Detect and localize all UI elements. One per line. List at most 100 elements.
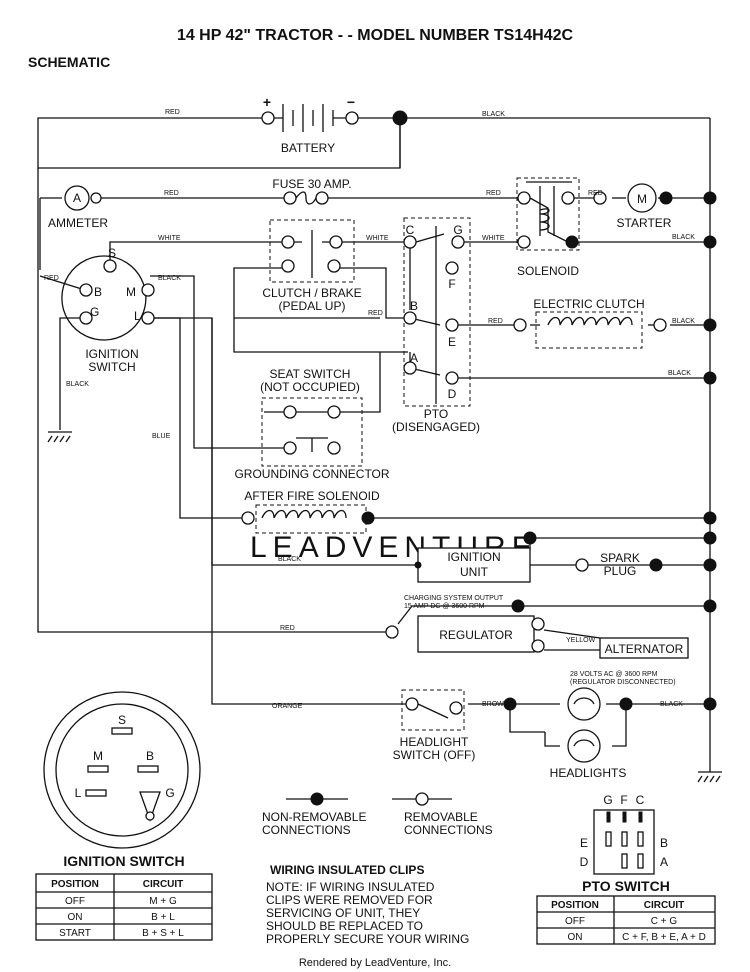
- wire-label-red-4: RED: [588, 190, 603, 197]
- alternator-output-label-2: (REGULATOR DISCONNECTED): [570, 679, 676, 686]
- wire-label-red-6: RED: [368, 310, 383, 317]
- battery-label: BATTERY: [281, 141, 335, 155]
- wire-label-blue: BLUE: [152, 433, 171, 440]
- legend-removable: REMOVABLE: [404, 810, 478, 824]
- spark-plug-label-2: PLUG: [604, 564, 637, 578]
- electric-clutch: ELECTRIC CLUTCH: [513, 297, 717, 349]
- ignition-switch: S B M G L IGNITION SWITCH: [61, 246, 155, 374]
- seat-switch-state: (NOT OCCUPIED): [260, 380, 360, 394]
- clutch-brake-state: (PEDAL UP): [279, 299, 346, 313]
- pto-table-title: PTO SWITCH: [582, 878, 670, 894]
- face-terminal-g: G: [165, 786, 174, 800]
- clips-note-line: NOTE: IF WIRING INSULATED: [266, 880, 435, 894]
- after-fire-solenoid: AFTER FIRE SOLENOID: [241, 489, 380, 534]
- headlight-switch-label: HEADLIGHT: [400, 735, 469, 749]
- wire-label-black-7: BLACK: [278, 556, 301, 563]
- ignition-table-cell: START: [59, 928, 91, 939]
- ignition-table-header-circuit: CIRCUIT: [143, 879, 184, 890]
- legend-non-removable-2: CONNECTIONS: [262, 823, 351, 837]
- wire-label-yellow: YELLOW: [566, 637, 596, 644]
- ignition-table-header-position: POSITION: [51, 879, 99, 890]
- wire-label-black-6: BLACK: [668, 370, 691, 377]
- clips-note-line: SHOULD BE REPLACED TO: [266, 919, 423, 933]
- spark-plug-label: SPARK: [600, 551, 640, 565]
- ammeter-label: AMMETER: [48, 216, 108, 230]
- page-title: 14 HP 42" TRACTOR - - MODEL NUMBER TS14H…: [177, 27, 574, 44]
- clips-note-line: CLIPS WERE REMOVED FOR: [266, 893, 433, 907]
- starter-label: STARTER: [617, 216, 672, 230]
- page-subtitle: SCHEMATIC: [28, 54, 110, 70]
- pto-switch-table: PTO SWITCH POSITION CIRCUIT OFF C + G ON…: [536, 878, 716, 945]
- wire-label-red-8: RED: [280, 625, 295, 632]
- electric-clutch-label: ELECTRIC CLUTCH: [533, 297, 644, 311]
- wire-label-red-1: RED: [165, 109, 180, 116]
- face-terminal-l: L: [75, 786, 82, 800]
- wire-label-red-5: RED: [44, 275, 59, 282]
- ignition-table-cell: B + S + L: [142, 928, 184, 939]
- ignition-switch-table: IGNITION SWITCH POSITION CIRCUIT OFF M +…: [35, 853, 213, 941]
- starter: M STARTER: [593, 183, 673, 230]
- alternator-label: ALTERNATOR: [605, 642, 684, 656]
- charging-output-label: CHARGING SYSTEM OUTPUT: [404, 595, 504, 602]
- pto-table-cell: C + G: [651, 916, 678, 927]
- wiring-clips-note: WIRING INSULATED CLIPS NOTE: IF WIRING I…: [266, 863, 469, 946]
- headlight-switch-state: SWITCH (OFF): [393, 748, 476, 762]
- pto-table-cell: C + F, B + E, A + D: [622, 932, 706, 943]
- pto-terminal-g: G: [453, 223, 462, 237]
- wire-label-black-1: BLACK: [482, 111, 505, 118]
- solenoid-label: SOLENOID: [517, 264, 579, 278]
- battery: + − BATTERY: [261, 94, 408, 155]
- wire-labels: RED BLACK RED RED RED WHITE WHITE WHITE …: [44, 109, 695, 710]
- ignition-unit-label: IGNITION: [447, 550, 500, 564]
- wires: [37, 117, 722, 783]
- legend-removable-2: CONNECTIONS: [404, 823, 493, 837]
- pto-terminal-a: A: [410, 351, 418, 365]
- pto-face-c: C: [636, 793, 645, 807]
- wire-label-red-7: RED: [488, 318, 503, 325]
- grounding-connector-label: GROUNDING CONNECTOR: [234, 467, 389, 481]
- pto-switch: C G F B E A D PTO (DISENGAGED): [392, 217, 480, 434]
- face-terminal-b: B: [146, 749, 154, 763]
- ignition-terminal-g: G: [90, 305, 99, 319]
- pto-table-header-position: POSITION: [551, 900, 599, 911]
- wire-label-brown: BROWN: [482, 701, 509, 708]
- wire-label-black-5: BLACK: [66, 381, 89, 388]
- pto-face-f: F: [620, 793, 627, 807]
- wire-label-orange: ORANGE: [272, 703, 303, 710]
- starter-symbol: M: [637, 192, 647, 206]
- bus-connections: [523, 191, 717, 711]
- ammeter: A AMMETER: [48, 185, 108, 230]
- ignition-unit: IGNITION UNIT SPARK PLUG: [414, 547, 663, 583]
- fuse: FUSE 30 AMP.: [272, 177, 352, 205]
- ignition-table-cell: OFF: [65, 896, 85, 907]
- pto-terminal-f: F: [448, 277, 455, 291]
- solenoid: SOLENOID: [516, 177, 580, 278]
- wire-label-white-2: WHITE: [366, 235, 389, 242]
- legend-non-removable: NON-REMOVABLE: [262, 810, 366, 824]
- regulator: CHARGING SYSTEM OUTPUT 15 AMP DC @ 3600 …: [385, 595, 689, 686]
- face-terminal-s: S: [118, 713, 126, 727]
- wire-label-black-8: BLACK: [660, 701, 683, 708]
- ignition-terminal-b: B: [94, 285, 102, 299]
- wire-label-red-2: RED: [164, 190, 179, 197]
- pto-face-g: G: [603, 793, 612, 807]
- ignition-unit-label-2: UNIT: [460, 565, 489, 579]
- ignition-terminal-l: L: [134, 309, 141, 323]
- ignition-table-cell: B + L: [151, 912, 175, 923]
- ignition-terminal-m: M: [126, 285, 136, 299]
- pto-face-a: A: [660, 855, 668, 869]
- battery-plus-label: +: [263, 94, 271, 110]
- pto-terminal-c: C: [406, 223, 415, 237]
- wire-label-black-2: BLACK: [672, 234, 695, 241]
- headlights-label: HEADLIGHTS: [550, 766, 627, 780]
- pto-terminal-e: E: [448, 335, 456, 349]
- seat-switch: SEAT SWITCH (NOT OCCUPIED) GROUNDING CON…: [234, 367, 389, 481]
- ignition-table-cell: M + G: [149, 896, 177, 907]
- pto-table-cell: OFF: [565, 916, 585, 927]
- pto-terminal-b: B: [410, 299, 418, 313]
- charging-output-label-2: 15 AMP DC @ 3600 RPM: [404, 603, 485, 610]
- legend: NON-REMOVABLE CONNECTIONS REMOVABLE CONN…: [262, 792, 493, 837]
- pto-switch-face: G F C E D B A: [580, 793, 668, 875]
- wire-label-black-3: BLACK: [158, 275, 181, 282]
